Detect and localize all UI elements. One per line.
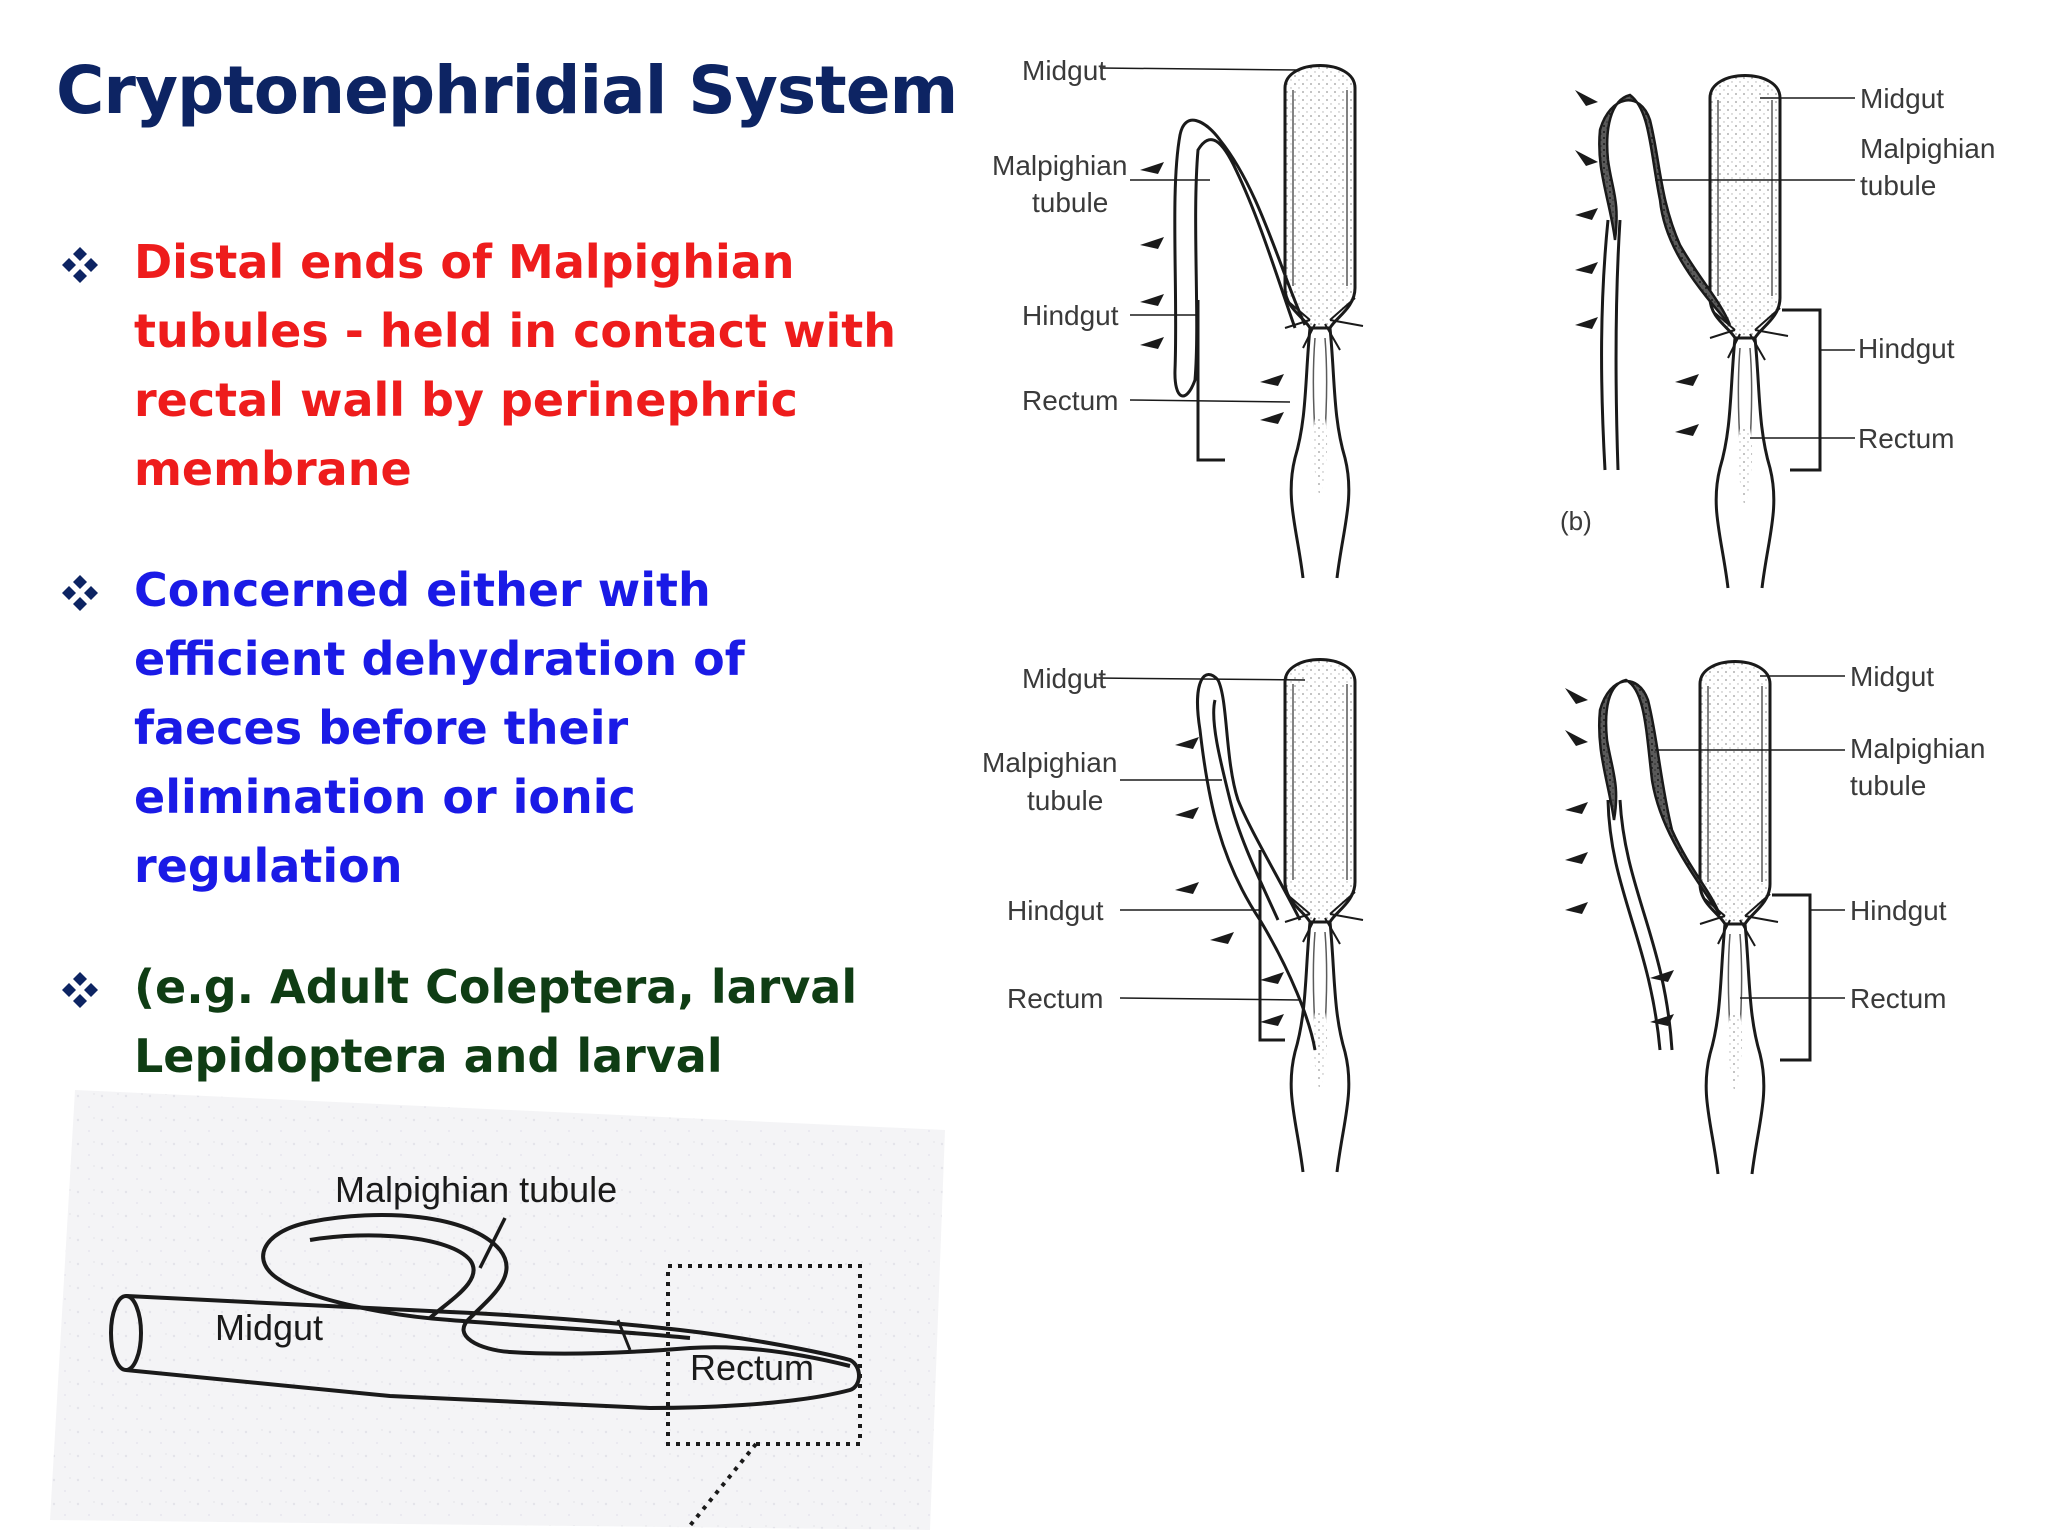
p2-label-malpighian-2: tubule: [1860, 170, 1936, 201]
bullet-list: Distal ends of Malpighian tubules - held…: [60, 228, 920, 1212]
p1-label-malpighian-1: Malpighian: [992, 150, 1127, 181]
p4-label-rectum: Rectum: [1850, 983, 1946, 1014]
p3-label-midgut: Midgut: [1022, 663, 1106, 694]
panel-top-left: [1099, 64, 1365, 580]
tubule-dense-bottom-right: [1598, 678, 1722, 916]
panel-top-right: [1575, 74, 1855, 590]
malpighian-tubule-loop: [261, 1213, 851, 1368]
p1-label-malpighian-2: tubule: [1032, 187, 1108, 218]
rectum-dotted-box: [666, 1264, 862, 1446]
four-diamond-bullet-icon: [62, 972, 98, 1008]
four-diamond-bullet-icon: [62, 575, 98, 611]
label-rectum: Rectum: [690, 1347, 814, 1388]
dotted-leader: [686, 1442, 758, 1530]
bullet-item-2: Concerned either with efficient dehydrat…: [60, 556, 920, 901]
p4-label-hindgut: Hindgut: [1850, 895, 1947, 926]
p2-label-midgut: Midgut: [1860, 83, 1944, 114]
tubule-dense-top-right: [1598, 93, 1732, 326]
panel-label-b: (b): [1560, 506, 1592, 536]
panel-bottom-right: [1565, 660, 1845, 1176]
bullet-text-2: Concerned either with efficient dehydrat…: [134, 563, 745, 893]
label-midgut: Midgut: [215, 1307, 323, 1348]
malpighian-panels-figure: Midgut Malpighian tubule Hindgut Rectum …: [982, 55, 1995, 1176]
p4-label-malpighian-1: Malpighian: [1850, 733, 1985, 764]
bullet-item-1: Distal ends of Malpighian tubules - held…: [60, 228, 920, 504]
p3-label-rectum: Rectum: [1007, 983, 1103, 1014]
scan-background: [50, 1090, 945, 1530]
p1-label-rectum: Rectum: [1022, 385, 1118, 416]
p4-label-malpighian-2: tubule: [1850, 770, 1926, 801]
p3-label-malpighian-1: Malpighian: [982, 747, 1117, 778]
p1-label-midgut: Midgut: [1022, 55, 1106, 86]
p1-label-hindgut: Hindgut: [1022, 300, 1119, 331]
malpighian-pointer: [478, 1217, 507, 1269]
panel-bottom-left: [1094, 658, 1365, 1174]
four-diamond-bullet-icon: [62, 247, 98, 283]
p2-label-hindgut: Hindgut: [1858, 333, 1955, 364]
bullet-text-1: Distal ends of Malpighian tubules - held…: [134, 235, 896, 496]
tubule-top-left: [1173, 118, 1307, 398]
tubule-bottom-left: [1196, 673, 1317, 1051]
p4-label-midgut: Midgut: [1850, 661, 1934, 692]
label-malpighian-tubule: Malpighian tubule: [335, 1169, 617, 1210]
p2-label-malpighian-1: Malpighian: [1860, 133, 1995, 164]
p3-label-hindgut: Hindgut: [1007, 895, 1104, 926]
cryptonephridial-schematic: Malpighian tubule Midgut Rectum: [50, 1090, 945, 1530]
page-title: Cryptonephridial System: [56, 52, 958, 129]
p3-label-malpighian-2: tubule: [1027, 785, 1103, 816]
p2-label-rectum: Rectum: [1858, 423, 1954, 454]
